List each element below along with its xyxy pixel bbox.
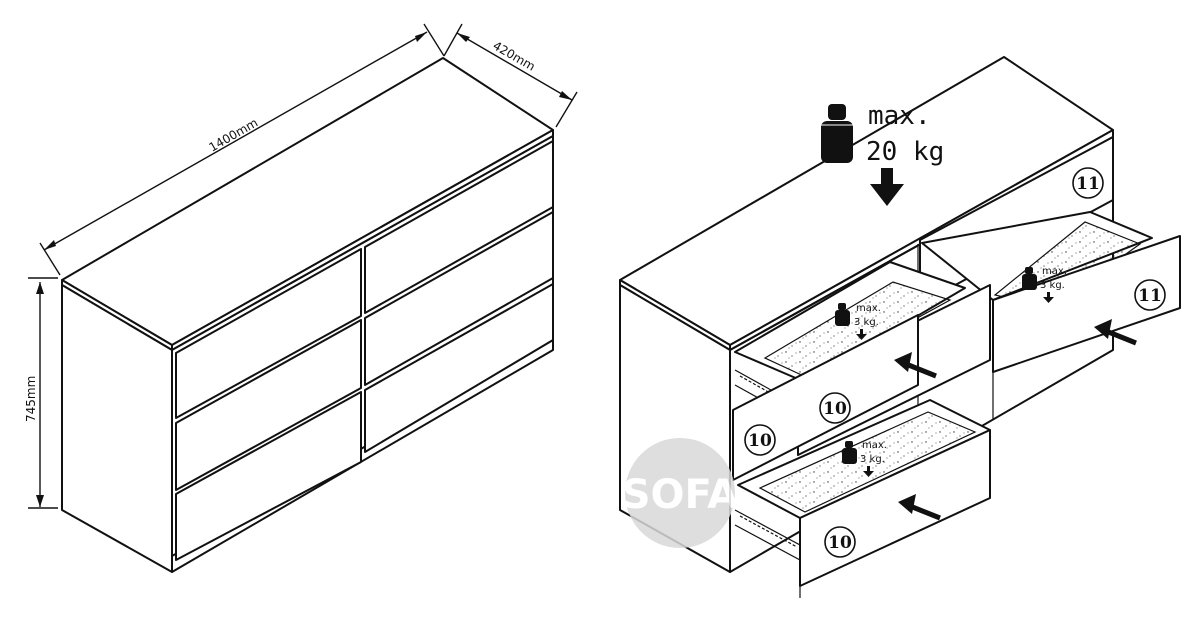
svg-text:11: 11 xyxy=(1076,174,1100,194)
drawer-front-open xyxy=(992,235,1181,373)
drawer-weight-label: 3 kg. xyxy=(854,317,879,328)
weight-icon xyxy=(835,303,850,326)
down-arrow-icon xyxy=(856,329,867,340)
part-callout: 10 xyxy=(819,392,851,424)
closed-chest-drawing xyxy=(61,57,554,573)
top-max-label: max. xyxy=(868,101,931,131)
down-arrow-icon xyxy=(1043,292,1054,303)
top-weight-label: 20 kg xyxy=(866,137,944,167)
drawer-front xyxy=(175,248,362,419)
drawer-front xyxy=(364,140,554,314)
svg-text:10: 10 xyxy=(828,533,852,553)
drawer-weight-label: 3 kg. xyxy=(1040,280,1065,291)
drawer-weight-label: 3 kg. xyxy=(860,454,885,465)
push-arrows xyxy=(870,168,1137,521)
width-label: 1400mm xyxy=(207,116,261,155)
part-callout: 11 xyxy=(1072,167,1104,199)
part-callout: 11 xyxy=(1134,279,1166,311)
drawer-load-limit-upper-left: max. 3 kg. xyxy=(835,303,881,340)
drawer-load-limit-right: max. 3 kg. xyxy=(1022,266,1067,303)
sofa-watermark-logo: SOFA xyxy=(622,438,739,548)
svg-text:10: 10 xyxy=(748,431,772,451)
svg-text:10: 10 xyxy=(823,399,847,419)
drawer-load-limit-bottom: max. 3 kg. xyxy=(842,440,887,477)
drawer-max-label: max. xyxy=(856,303,881,314)
top-load-limit: max. 20 kg xyxy=(821,101,944,167)
drawer-max-label: max. xyxy=(862,440,887,451)
drawer-max-label: max. xyxy=(1042,266,1067,277)
push-arrow-icon xyxy=(894,352,937,379)
drawer-front xyxy=(175,391,362,561)
svg-text:SOFA: SOFA xyxy=(622,472,739,518)
height-label: 745mm xyxy=(24,376,38,422)
push-arrow-icon xyxy=(898,494,941,521)
part-callout: 10 xyxy=(824,526,856,558)
drawer-front xyxy=(364,211,554,386)
part-callout: 10 xyxy=(744,424,776,456)
svg-text:11: 11 xyxy=(1138,286,1162,306)
weight-icon xyxy=(821,104,853,163)
down-arrow-icon xyxy=(863,466,874,477)
drawer-front xyxy=(364,283,554,453)
height-dimension: 745mm xyxy=(24,277,58,509)
weight-icon xyxy=(842,441,857,464)
drawer-front xyxy=(175,319,362,491)
weight-icon xyxy=(1022,267,1037,290)
push-arrow-icon xyxy=(1094,319,1137,346)
down-arrow-icon xyxy=(870,168,904,206)
